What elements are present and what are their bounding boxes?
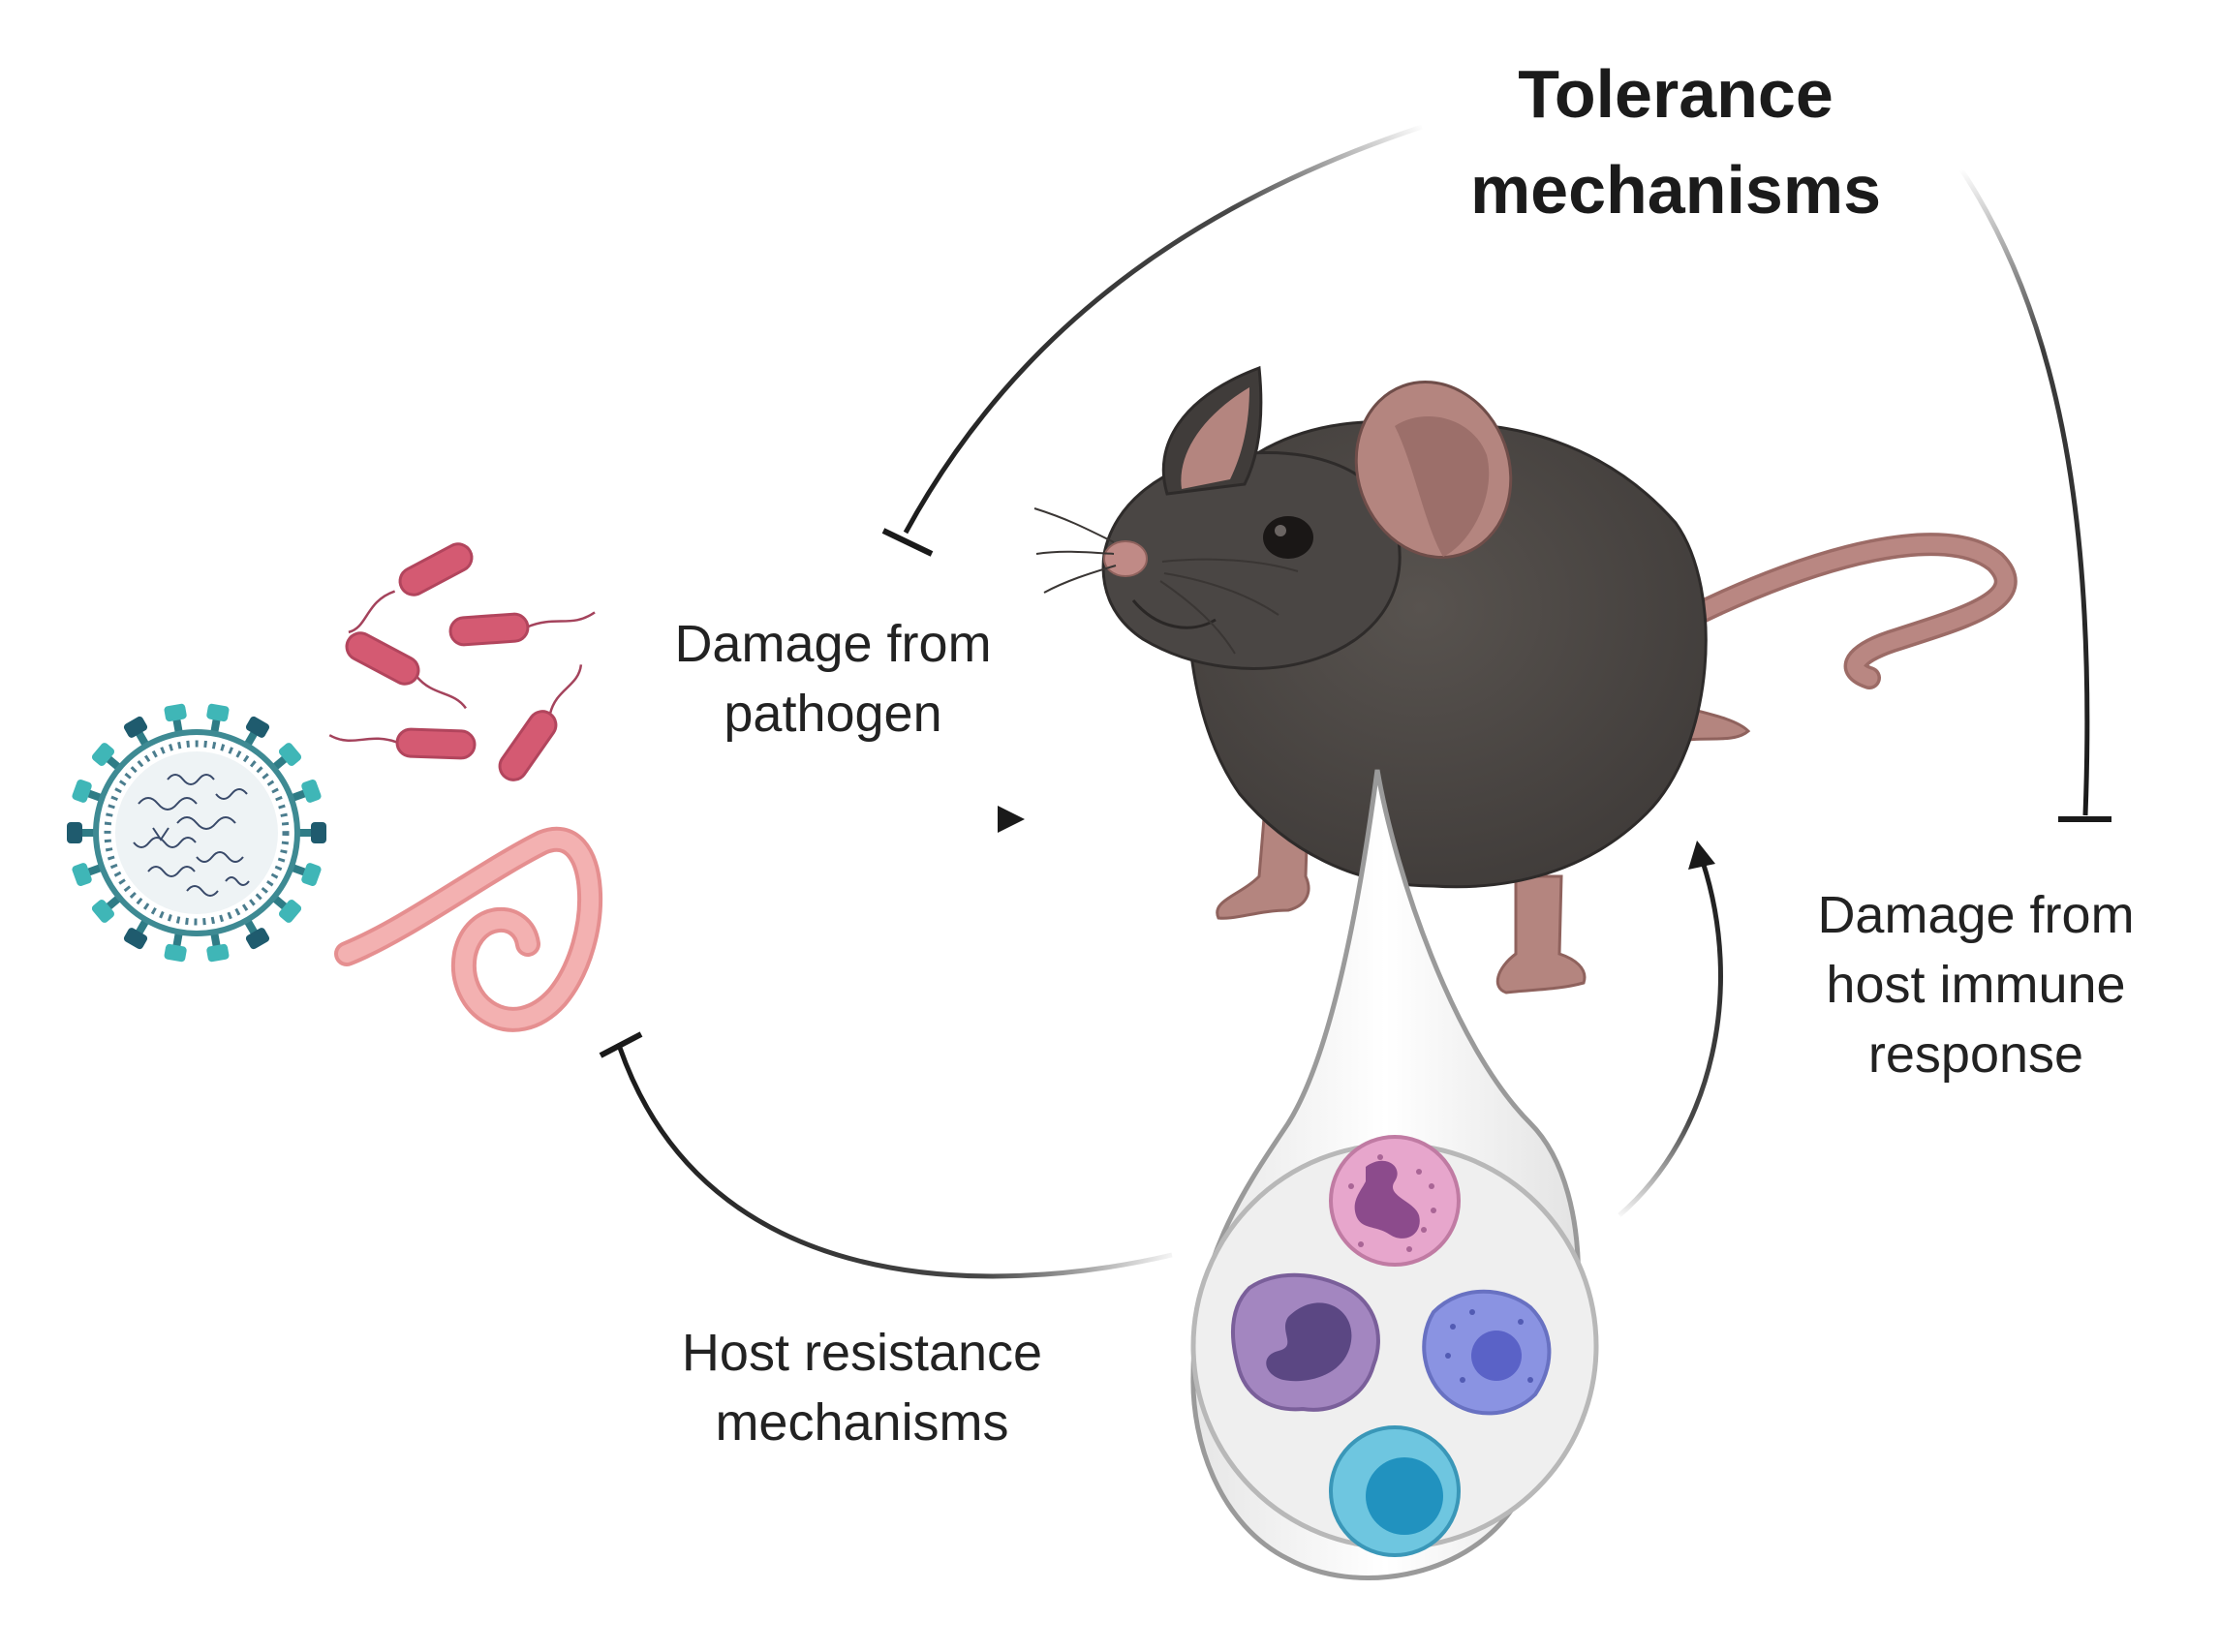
- neutrophil-icon: [1329, 1135, 1461, 1267]
- monocyte-icon: [1231, 1272, 1380, 1412]
- macrophage-icon: [1422, 1289, 1552, 1416]
- tolerance-label-line2: mechanisms: [1469, 152, 1882, 229]
- bacteria-icon: [328, 542, 596, 781]
- lymphocyte-icon: [1329, 1425, 1461, 1557]
- damage-host-line3: response: [1867, 1025, 2084, 1084]
- damage-host-label: Damage from host immune response: [1705, 881, 2219, 1089]
- tolerance-arrow-right: [1958, 168, 2111, 822]
- virus-icon: [67, 703, 326, 963]
- tolerance-label: Tolerance mechanisms: [1337, 46, 2015, 239]
- virus-spike: [293, 822, 326, 843]
- tolerance-arrow-left: [881, 124, 1423, 557]
- host-resistance-line1: Host resistance: [681, 1324, 1043, 1382]
- worm-icon: [334, 827, 603, 1032]
- host-resistance-line2: mechanisms: [715, 1392, 1009, 1452]
- damage-pathogen-label: Damage from pathogen: [562, 610, 1104, 750]
- host-resistance-label: Host resistance mechanisms: [591, 1319, 1133, 1458]
- virus-spike: [67, 822, 100, 843]
- damage-host-line2: host immune: [1826, 955, 2126, 1014]
- mouse-icon: [1033, 365, 2018, 994]
- resistance-arrow: [599, 1031, 1173, 1279]
- damage-pathogen-arrow: [644, 806, 1025, 833]
- host-damage-arrow: [1618, 841, 1723, 1217]
- damage-host-line1: Damage from: [1817, 886, 2135, 944]
- tolerance-label-line1: Tolerance: [1518, 56, 1834, 132]
- damage-pathogen-line1: Damage from: [674, 615, 992, 673]
- damage-pathogen-line2: pathogen: [724, 684, 942, 743]
